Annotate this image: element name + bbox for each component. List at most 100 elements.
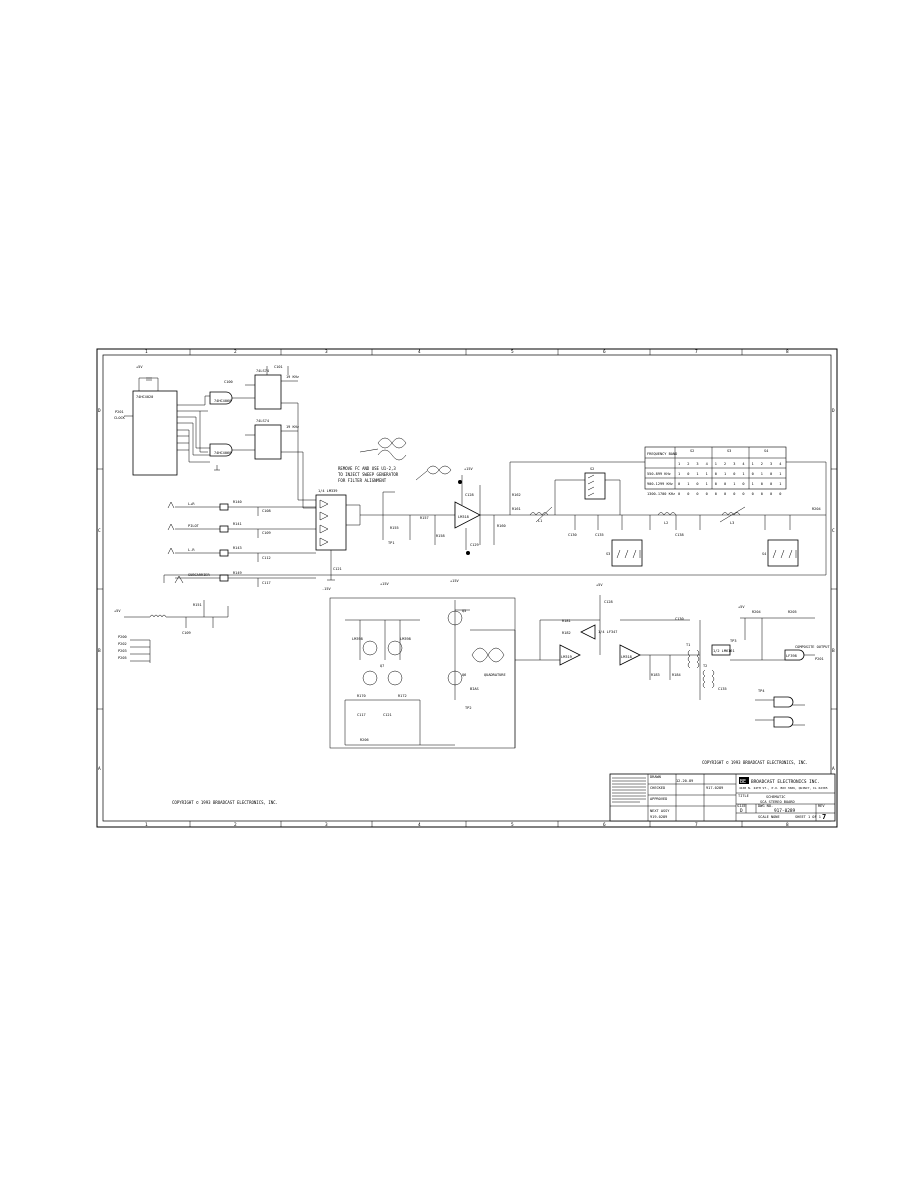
table-cell: 0 — [770, 492, 772, 496]
copyright-right: COPYRIGHT © 1993 BROADCAST ELECTRONICS, … — [702, 760, 808, 765]
waveform-icon — [471, 647, 505, 663]
power-label: +15V — [380, 582, 389, 586]
table-subheader-cell: 4 — [742, 462, 744, 466]
table-cell: 0 — [715, 492, 717, 496]
table-cell: 0 — [733, 492, 735, 496]
table-subheader-cell: 3 — [733, 462, 735, 466]
col-label-bottom: 7 — [695, 822, 698, 828]
switch-label: S3 — [606, 552, 610, 556]
ref-label: C112 — [262, 556, 271, 560]
drawing-border: 1 2 3 4 5 6 7 8 1 2 3 4 5 6 7 8 D C B A … — [96, 348, 838, 828]
table-cell: 1 — [706, 482, 708, 486]
power-label: +15V — [450, 579, 459, 583]
company-logo-mark: BE — [740, 779, 746, 785]
row-label-right: B — [832, 648, 835, 654]
part-no: 917-0289 — [706, 786, 723, 790]
switch-label: S2 — [590, 467, 594, 471]
table-cell: 0 — [696, 482, 698, 486]
ref-label: C101 — [274, 365, 283, 369]
power-label: +5V — [596, 583, 603, 587]
title-line: SCHEMATIC — [766, 795, 785, 799]
ic-label: LM318 — [458, 515, 469, 519]
col-label-bottom: 1 — [145, 822, 148, 828]
approved-label: APPROVED — [650, 797, 667, 801]
transformer-block: T1 T2 C135 1/2 LM6161 — [686, 643, 735, 691]
connector-label: P205 — [118, 656, 127, 660]
ref-label: R158 — [436, 534, 445, 538]
connector-label: P201 — [815, 657, 824, 661]
dip-switch-s2[interactable] — [584, 472, 606, 500]
col-label-top: 7 — [695, 349, 698, 355]
company-name: BROADCAST ELECTRONICS INC. — [751, 779, 820, 785]
ref-label: C138 — [675, 533, 684, 537]
dip-switch-s3[interactable] — [611, 539, 643, 567]
table-cell: 1 — [779, 482, 781, 486]
table-cell: 0 — [687, 472, 689, 476]
table-cell: 0 — [752, 472, 754, 476]
signal-label: BIAS — [470, 687, 479, 691]
rev-label: REV — [818, 804, 825, 808]
divider-gates: 74HC4060 74HC4060 C100 — [209, 380, 245, 471]
counter-ic-block: 74HC4020 +5V P201 CLOCK — [114, 365, 210, 476]
signal-label: L-R — [188, 548, 195, 552]
ref-label: L3 — [730, 521, 734, 525]
col-label-top: 6 — [603, 349, 606, 355]
table-subheader-cell: 1 — [715, 462, 717, 466]
table-cell: 0 — [742, 492, 744, 496]
table-subheader-cell: 2 — [761, 462, 763, 466]
signal-label: L+R — [188, 502, 195, 506]
table-cell: 1 — [761, 472, 763, 476]
next-assy-label: NEXT ASSY — [650, 809, 670, 813]
ref-label: L2 — [664, 521, 668, 525]
col-label-bottom: 6 — [603, 822, 606, 828]
row-label-left: B — [98, 648, 101, 654]
ic-label: 1/4 LF347 — [598, 630, 617, 634]
table-cell: 0 — [724, 482, 726, 486]
connector-label: P200 — [118, 635, 127, 639]
row-label-right: C — [832, 528, 835, 534]
ref-label: R162 — [512, 493, 521, 497]
title-label: TITLE — [738, 794, 749, 798]
row-label-left: C — [98, 528, 101, 534]
ic-label: 1/4 LM339 — [318, 489, 337, 493]
table-cell: 0 — [779, 492, 781, 496]
output-amp-section: LM319 LM318 1/4 LF347 R181 R182 R183 R18… — [514, 583, 701, 748]
test-point: TP3 — [730, 639, 737, 643]
ref-label: R170 — [357, 694, 366, 698]
assy-no: 919-0289 — [650, 815, 667, 819]
drawn-date: 12-20-89 — [676, 779, 693, 783]
ref-label: C100 — [224, 380, 233, 384]
flip-flop-block: 74LS74 74LS74 C101 19 KHz 19 KHz — [245, 365, 316, 509]
ref-label: Q5 — [462, 609, 466, 613]
table-cell: 0 — [678, 482, 680, 486]
table-subheader-cell: 2 — [687, 462, 689, 466]
test-point: TP1 — [388, 541, 395, 545]
ref-label: C128 — [604, 600, 613, 604]
table-subheader-cell: 3 — [770, 462, 772, 466]
table-cell: 1 — [752, 482, 754, 486]
power-label: -15V — [322, 587, 331, 591]
ref-label: C121 — [333, 567, 342, 571]
signal-label: COMPOSITE OUTPUT — [795, 645, 830, 649]
table-cell: 1 — [678, 472, 680, 476]
waveform-icon — [377, 437, 407, 449]
table-cell: 0 — [742, 482, 744, 486]
ref-label: C108 — [262, 509, 271, 513]
ic-label: LM319 — [561, 655, 572, 659]
sheet-label: SHEET 1 OF 1 — [795, 815, 821, 819]
table-cell: 0 — [724, 492, 726, 496]
power-label: +5V — [114, 609, 121, 613]
copyright-left: COPYRIGHT © 1993 BROADCAST ELECTRONICS, … — [172, 800, 278, 805]
table-header: S4 — [764, 449, 768, 453]
ref-label: R151 — [193, 603, 202, 607]
ref-label: R155 — [390, 526, 399, 530]
table-cell: 0 — [678, 492, 680, 496]
row-label-right: D — [832, 408, 835, 414]
ref-label: R182 — [562, 631, 571, 635]
title-line: SCA STEREO BOARD — [760, 800, 795, 804]
ref-label: Q6 — [462, 673, 466, 677]
col-label-top: 8 — [786, 349, 789, 355]
ref-label: R141 — [233, 522, 242, 526]
